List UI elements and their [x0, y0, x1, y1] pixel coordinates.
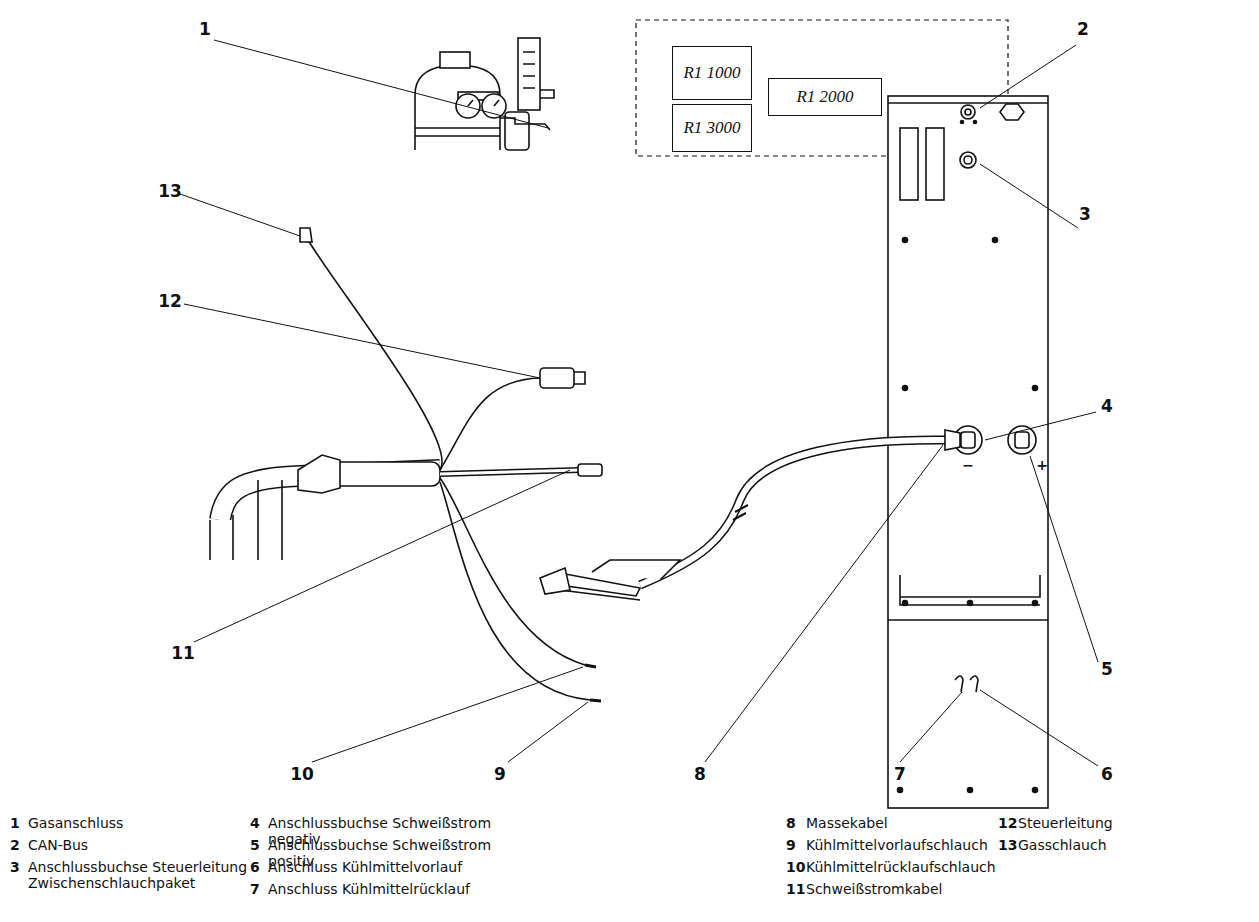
legend-text: Gasanschluss: [28, 815, 260, 831]
remote-control-box: R1 2000: [768, 78, 882, 116]
callout-number: 11: [171, 644, 195, 664]
callout-number: 3: [1079, 205, 1091, 225]
remote-control-box: R1 1000: [672, 46, 752, 100]
polarity-mark: −: [962, 457, 974, 473]
callout-number: 13: [158, 182, 182, 202]
legend-number: 13: [998, 837, 1017, 853]
legend-number: 7: [250, 881, 260, 897]
legend-number: 9: [786, 837, 796, 853]
wire-feeder-housing: [888, 96, 1048, 808]
legend-text: Steuerleitung: [1018, 815, 1253, 831]
callout-number: 1: [199, 20, 211, 40]
legend-number: 5: [250, 837, 260, 853]
legend-number: 4: [250, 815, 260, 831]
gas-cylinder: [415, 38, 554, 150]
legend-text: CAN-Bus: [28, 837, 260, 853]
legend-number: 2: [10, 837, 20, 853]
legend-number: 3: [10, 859, 20, 875]
leader-lines: [180, 40, 1098, 766]
callout-number: 12: [158, 292, 182, 312]
callout-number: 6: [1101, 765, 1113, 785]
model-name: R1 3000: [683, 118, 740, 138]
legend-text: Anschluss Kühlmittelvorlauf: [268, 859, 513, 875]
legend-text: Anschluss Kühlmittelrücklauf: [268, 881, 513, 897]
legend-number: 6: [250, 859, 260, 875]
ground-cable: [540, 430, 960, 600]
legend-number: 1: [10, 815, 20, 831]
legend-text: Kühlmittelrücklaufschlauch: [806, 859, 996, 875]
callout-number: 5: [1101, 660, 1113, 680]
callout-number: 4: [1101, 397, 1113, 417]
callout-number: 7: [894, 765, 906, 785]
callout-number: 10: [290, 765, 314, 785]
legend-text: Schweißstromkabel: [806, 881, 996, 897]
callout-number: 9: [494, 765, 506, 785]
legend-number: 12: [998, 815, 1017, 831]
legend-number: 8: [786, 815, 796, 831]
hose-package: [210, 228, 602, 701]
callout-number: 8: [694, 765, 706, 785]
callout-number: 2: [1077, 20, 1089, 40]
legend-text: Kühlmittelvorlaufschlauch: [806, 837, 996, 853]
polarity-mark: +: [1036, 457, 1048, 473]
remote-control-box: R1 3000: [672, 104, 752, 152]
model-name: R1 2000: [796, 87, 853, 107]
legend-text: Anschlussbuchse Steuerleitung Zwischensc…: [28, 859, 260, 891]
legend-text: Massekabel: [806, 815, 996, 831]
legend-number: 10: [786, 859, 805, 875]
legend-number: 11: [786, 881, 805, 897]
model-name: R1 1000: [683, 63, 740, 83]
legend-text: Gasschlauch: [1018, 837, 1253, 853]
